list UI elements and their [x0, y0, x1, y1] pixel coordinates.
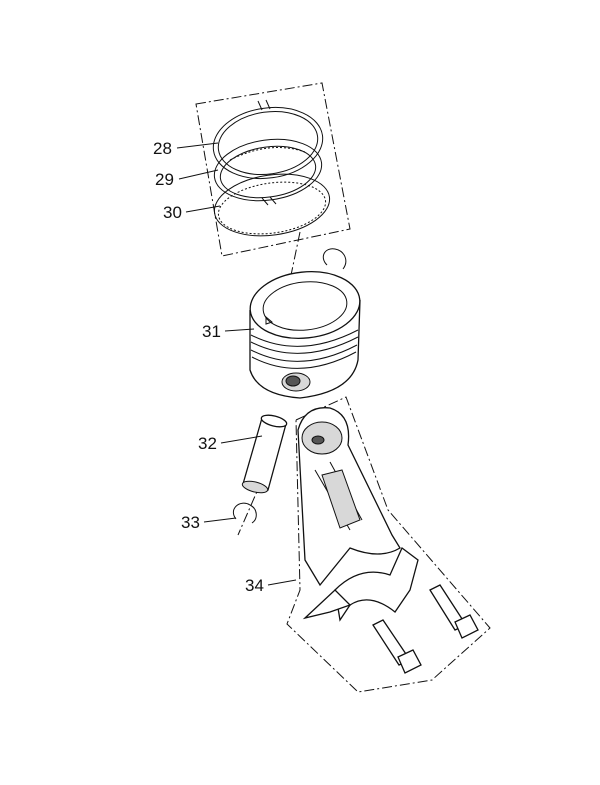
callout-34: 34 [245, 576, 264, 595]
leader-33 [203, 517, 237, 523]
leader-28 [176, 142, 219, 149]
callout-30: 30 [163, 203, 182, 222]
leader-34 [267, 579, 297, 586]
top-compression-ring [212, 99, 324, 179]
callout-32: 32 [198, 434, 217, 453]
upper-circlip [322, 248, 347, 270]
leader-31 [224, 328, 255, 332]
connecting-rod [297, 407, 419, 622]
piston [249, 271, 361, 399]
oil-control-ring [213, 173, 331, 237]
callout-28: 28 [153, 139, 172, 158]
leader-32 [220, 435, 263, 444]
callout-33: 33 [181, 513, 200, 532]
center-axis-upper [289, 231, 301, 281]
callout-29: 29 [155, 170, 174, 189]
leader-30 [185, 205, 221, 213]
callout-31: 31 [202, 322, 221, 341]
leader-29 [178, 169, 219, 180]
connecting-rod-bolt-right [429, 584, 479, 639]
connecting-rod-bolt-left [372, 619, 422, 674]
connecting-rod-group-outline [286, 396, 491, 693]
piston-pin [241, 414, 288, 494]
lower-circlip [232, 502, 257, 524]
center-axis-lower [237, 479, 263, 536]
ring-set-group-outline [195, 82, 351, 257]
